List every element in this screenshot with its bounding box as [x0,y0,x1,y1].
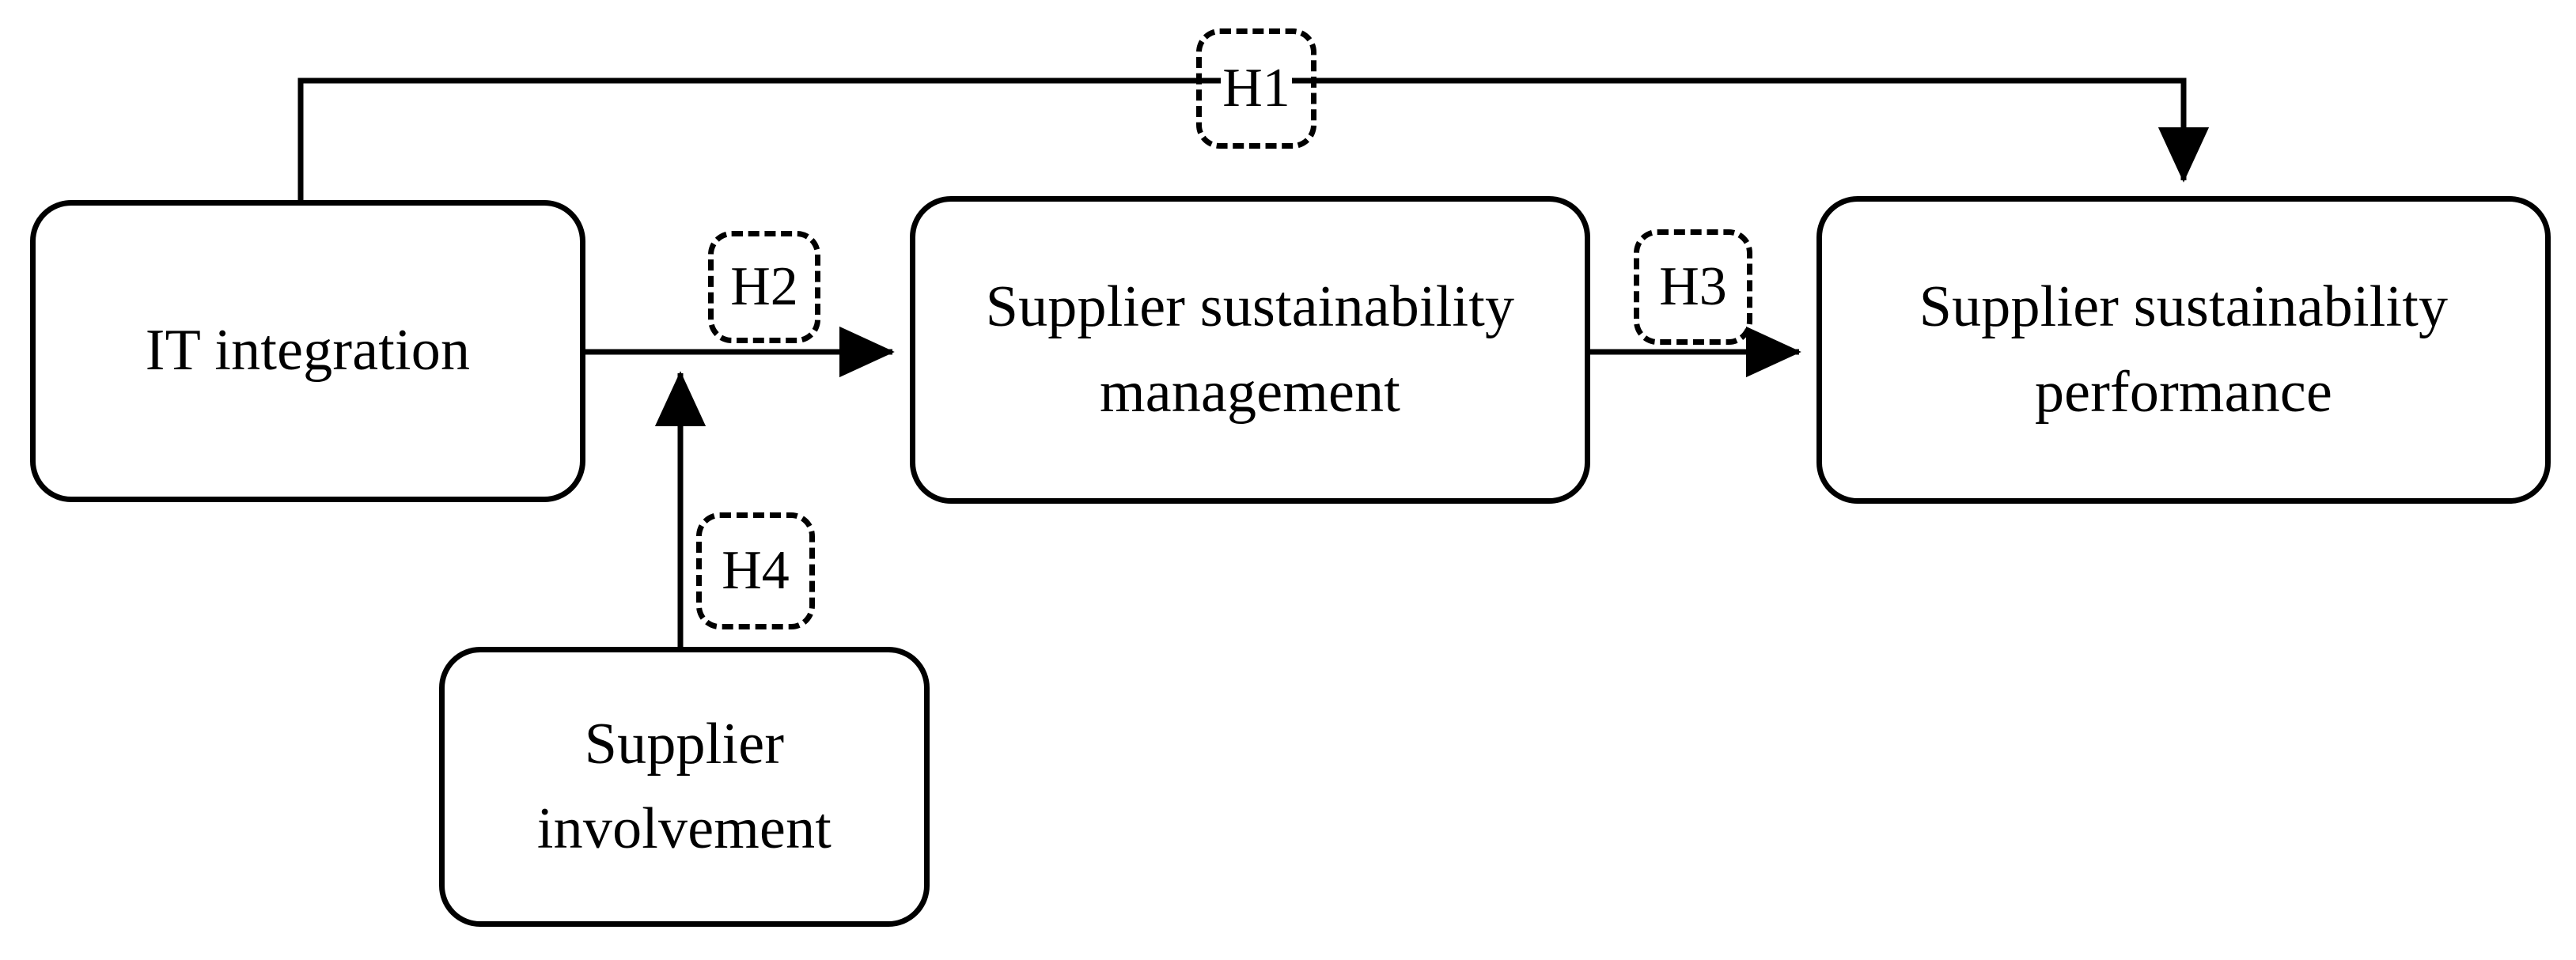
hypothesis-badge-h1[interactable]: H1 [1196,28,1316,149]
hypothesis-badge-h1-label: H1 [1221,58,1292,119]
node-it-integration-label: IT integration [145,318,471,384]
hypothesis-badge-h4-label: H4 [720,540,791,601]
node-supplier-sustainability-management[interactable]: Supplier sustainability management [910,196,1590,504]
node-it-integration[interactable]: IT integration [30,200,585,502]
hypothesis-badge-h4[interactable]: H4 [696,512,815,629]
hypothesis-badge-h3-label: H3 [1657,256,1729,317]
node-supplier-sustainability-performance-label: Supplier sustainability performance [1919,274,2449,425]
node-supplier-sustainability-management-label: Supplier sustainability management [985,274,1515,425]
node-supplier-involvement[interactable]: Supplier involvement [439,647,930,927]
node-supplier-sustainability-performance[interactable]: Supplier sustainability performance [1816,196,2551,504]
hypothesis-badge-h3[interactable]: H3 [1634,229,1752,345]
hypothesis-badge-h2-label: H2 [729,256,800,317]
hypothesis-badge-h2[interactable]: H2 [708,231,820,343]
node-supplier-involvement-label: Supplier involvement [536,711,832,861]
